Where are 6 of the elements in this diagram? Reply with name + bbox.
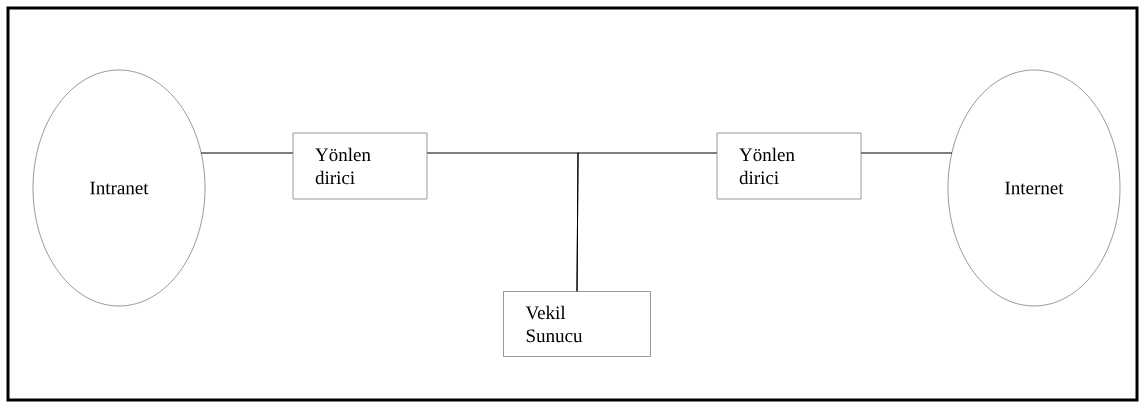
connector-line (860, 152, 953, 154)
device-box: Yönlen dirici (292, 132, 428, 200)
device-box: Yönlen dirici (716, 132, 862, 200)
connector-line (576, 152, 718, 292)
connector-line (200, 152, 294, 154)
device-box: Vekil Sunucu (503, 291, 651, 357)
